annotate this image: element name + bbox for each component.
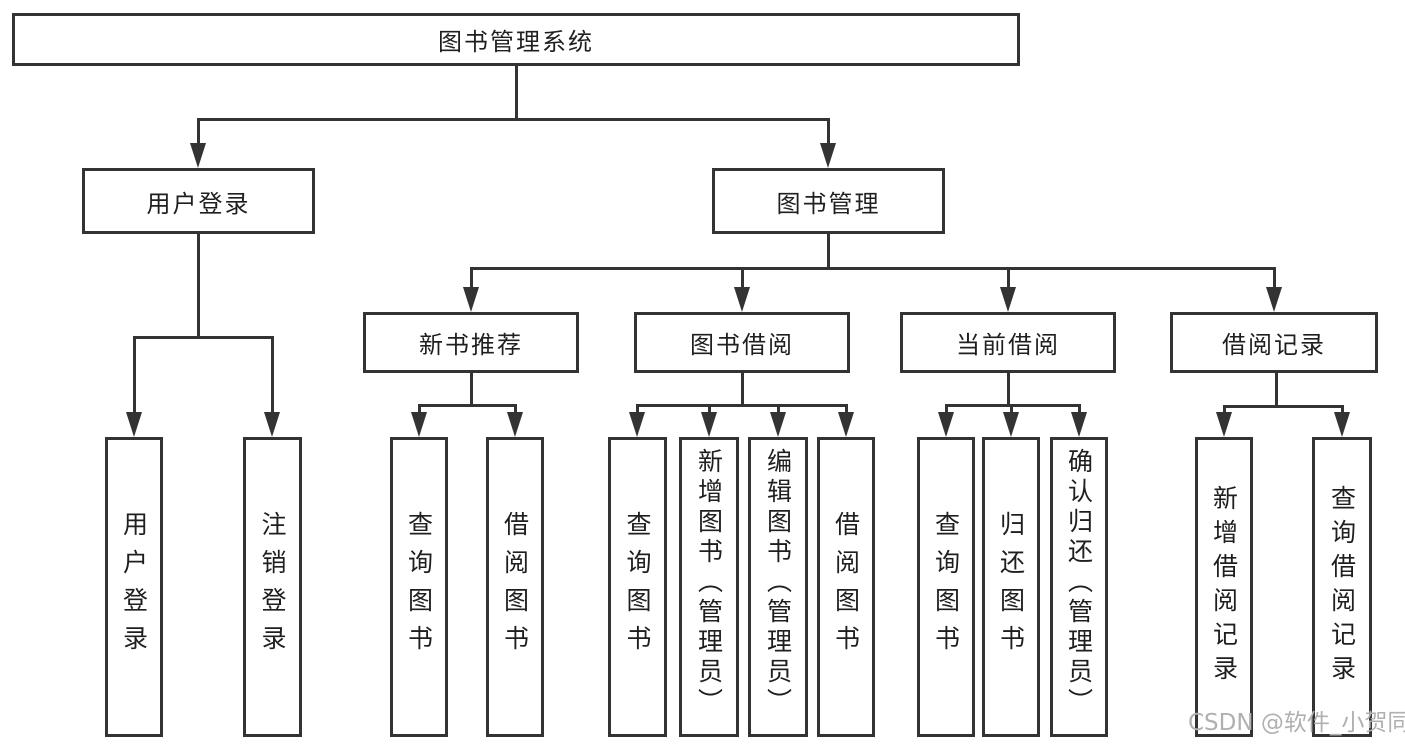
connector-stem-book-borrow — [741, 267, 744, 288]
connector-stem-cur-confirm — [1078, 404, 1081, 413]
leaf-cur-return-book-label: 归还图书 — [996, 511, 1026, 663]
connector-stem-log-add — [1223, 405, 1226, 413]
connector-userlogin-branch — [133, 336, 274, 339]
node-new-book-rec: 新书推荐 — [363, 312, 579, 373]
node-book-mgmt-group-label: 图书管理 — [776, 189, 881, 218]
leaf-cur-query-book-label: 查询图书 — [931, 511, 961, 663]
node-leaf-rec-borrow-book: 借阅图书 — [486, 437, 544, 737]
connector-root-stem — [515, 66, 518, 119]
leaf-rec-query-book-label: 查询图书 — [404, 511, 434, 663]
node-leaf-bor-add-book: 新增图书（管理员） — [679, 437, 739, 737]
leaf-cur-confirm-return-label: 确认归还（管理员） — [1064, 448, 1094, 718]
node-leaf-cur-return-book: 归还图书 — [982, 437, 1040, 737]
connector-stem-bor-borrow — [845, 404, 848, 413]
leaf-bor-query-book-label: 查询图书 — [623, 511, 652, 663]
connector-stem-bor-add — [708, 404, 711, 413]
connector-stem-current-borrow — [1007, 267, 1010, 288]
connector-userlogin-stem — [197, 234, 200, 338]
connector-root-branch — [197, 118, 830, 121]
connector-stem-leaf-logout — [271, 336, 274, 413]
connector-stem-book-mgmt — [827, 118, 830, 145]
leaf-user-login-label: 用户登录 — [119, 511, 149, 663]
connector-stem-user-login — [197, 118, 200, 145]
node-leaf-cur-query-book: 查询图书 — [917, 437, 975, 737]
connector-stem-log-query — [1341, 405, 1344, 413]
connector-stem-borrow-records — [1273, 267, 1276, 288]
arrowhead-to-user-login — [190, 143, 206, 168]
connector-stem-bor-edit — [777, 404, 780, 413]
leaf-log-query-record-label: 查询借阅记录 — [1327, 485, 1357, 689]
arrowhead-to-bor-add — [701, 412, 717, 437]
connector-borrowrecords-branch — [1223, 405, 1343, 408]
node-leaf-cur-confirm-return: 确认归还（管理员） — [1050, 437, 1108, 737]
node-book-borrow: 图书借阅 — [634, 312, 850, 373]
connector-bookborrow-stem — [741, 373, 744, 406]
arrowhead-to-bor-query — [629, 412, 645, 437]
arrowhead-to-leaf-user-login — [126, 412, 142, 437]
arrowhead-to-cur-return — [1003, 412, 1019, 437]
connector-newbookrec-branch — [418, 404, 517, 407]
node-leaf-log-query-record: 查询借阅记录 — [1312, 437, 1372, 737]
node-library-system-label: 图书管理系统 — [438, 28, 594, 56]
node-current-borrow-label: 当前借阅 — [956, 331, 1060, 359]
node-leaf-bor-edit-book: 编辑图书（管理员） — [748, 437, 808, 737]
node-leaf-log-add-record: 新增借阅记录 — [1195, 437, 1253, 737]
connector-currentborrow-stem — [1007, 373, 1010, 406]
leaf-rec-borrow-book-label: 借阅图书 — [500, 511, 530, 663]
arrowhead-to-borrow-records — [1266, 287, 1282, 312]
node-new-book-rec-label: 新书推荐 — [419, 331, 523, 359]
node-borrow-records: 借阅记录 — [1170, 312, 1378, 373]
node-borrow-records-label: 借阅记录 — [1222, 331, 1326, 359]
connector-stem-rec-query — [418, 404, 421, 413]
arrowhead-to-log-query — [1334, 412, 1350, 437]
connector-stem-cur-query — [945, 404, 948, 413]
connector-stem-rec-borrow — [514, 404, 517, 413]
node-current-borrow: 当前借阅 — [900, 312, 1116, 373]
connector-borrowrecords-stem — [1275, 373, 1278, 407]
connector-stem-new-book-rec — [470, 267, 473, 288]
connector-stem-leaf-user-login — [133, 336, 136, 413]
connector-bookmgmt-stem — [827, 234, 830, 269]
connector-bookborrow-branch — [636, 404, 847, 407]
arrowhead-to-cur-confirm — [1071, 412, 1087, 437]
node-leaf-rec-query-book: 查询图书 — [390, 437, 448, 737]
node-leaf-bor-query-book: 查询图书 — [608, 437, 667, 737]
node-book-mgmt-group: 图书管理 — [712, 168, 945, 234]
arrowhead-to-bor-borrow — [838, 412, 854, 437]
node-leaf-bor-borrow-book: 借阅图书 — [817, 437, 875, 737]
node-library-system: 图书管理系统 — [12, 13, 1020, 66]
leaf-bor-borrow-book-label: 借阅图书 — [831, 511, 861, 663]
connector-stem-cur-return — [1010, 404, 1013, 413]
node-user-login-group-label: 用户登录 — [146, 189, 251, 218]
arrowhead-to-book-mgmt — [820, 143, 836, 168]
node-book-borrow-label: 图书借阅 — [690, 331, 794, 359]
node-leaf-user-login: 用户登录 — [105, 437, 163, 737]
arrowhead-to-bor-edit — [770, 412, 786, 437]
arrowhead-to-cur-query — [938, 412, 954, 437]
arrowhead-to-book-borrow — [734, 287, 750, 312]
leaf-log-add-record-label: 新增借阅记录 — [1209, 485, 1239, 689]
connector-newbookrec-stem — [470, 373, 473, 406]
leaf-logout-label: 注销登录 — [258, 511, 287, 663]
connector-bookmgmt-branch — [470, 267, 1276, 270]
node-user-login-group: 用户登录 — [82, 168, 315, 234]
arrowhead-to-leaf-logout — [264, 412, 280, 437]
arrowhead-to-log-add — [1216, 412, 1232, 437]
arrowhead-to-current-borrow — [1000, 287, 1016, 312]
watermark: CSDN @软件_小贺同学 — [1188, 710, 1405, 736]
arrowhead-to-rec-borrow — [507, 412, 523, 437]
leaf-bor-add-book-label: 新增图书（管理员） — [694, 448, 724, 718]
leaf-bor-edit-book-label: 编辑图书（管理员） — [763, 448, 793, 718]
arrowhead-to-new-book-rec — [463, 287, 479, 312]
arrowhead-to-rec-query — [411, 412, 427, 437]
node-leaf-logout: 注销登录 — [243, 437, 302, 737]
connector-stem-bor-query — [636, 404, 639, 413]
